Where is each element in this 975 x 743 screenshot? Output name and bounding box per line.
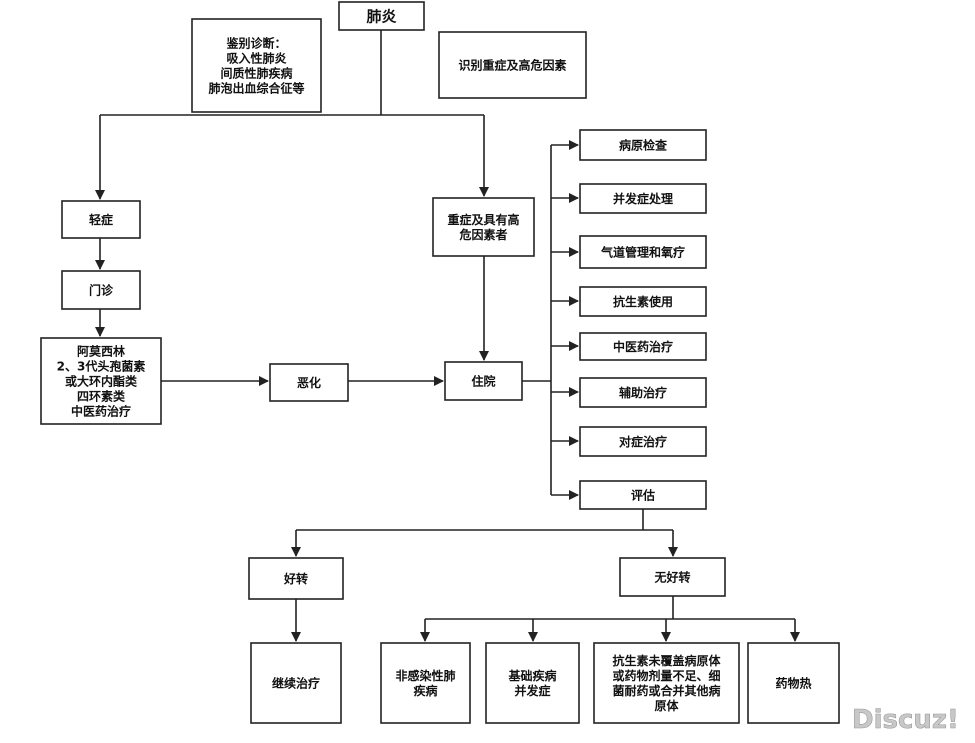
node-airway: 气道管理和氧疗 (579, 235, 707, 269)
node-outpatient: 门诊 (61, 270, 141, 310)
node-box (485, 642, 580, 724)
node-label-line: 病原检查 (619, 137, 668, 152)
node-box (61, 270, 141, 310)
node-label-line: 恶化 (297, 375, 321, 390)
node-box (579, 480, 707, 510)
node-box (619, 557, 726, 597)
node-antibiotic: 抗生素使用 (579, 286, 707, 317)
node-label-line: 危因素者 (458, 227, 507, 242)
node-label-line: 无好转 (653, 569, 690, 584)
node-label-line: 对症治疗 (619, 434, 667, 449)
node-label-line: 菌耐药或合并其他病 (612, 683, 720, 698)
node-identify: 识别重症及高危因素 (438, 31, 587, 99)
node-label-line: 重症及具有高 (447, 212, 519, 227)
node-box (579, 235, 707, 269)
node-label-line: 中医药治疗 (71, 403, 131, 418)
node-label-line: 疾病 (413, 683, 437, 698)
node-label-line: 并发症处理 (613, 191, 673, 206)
node-tcm: 中医药治疗 (579, 332, 707, 361)
node-evaluate: 评估 (579, 480, 707, 510)
node-box (191, 18, 322, 113)
node-label-line: 药物热 (775, 675, 811, 690)
node-adjuvant: 辅助治疗 (579, 377, 707, 408)
node-box (40, 337, 162, 425)
node-label-line: 肺泡出血综合征等 (208, 80, 304, 95)
node-label-line: 鉴别诊断： (225, 35, 286, 50)
node-fever: 药物热 (747, 642, 840, 724)
node-label-line: 评估 (631, 487, 655, 502)
node-complication: 并发症处理 (579, 183, 707, 214)
node-improve: 好转 (248, 557, 344, 600)
node-pneumonia: 肺炎 (338, 1, 425, 31)
node-label-line: 轻症 (89, 212, 113, 227)
node-symptomatic: 对症治疗 (579, 426, 707, 457)
connector-lines (95, 30, 800, 642)
node-label-line: 继续治疗 (272, 675, 320, 690)
node-label-line: 中医药治疗 (613, 339, 673, 354)
node-mild: 轻症 (61, 200, 141, 239)
node-label-line: 辅助治疗 (619, 385, 667, 400)
node-label-line: 抗生素使用 (613, 294, 673, 309)
node-label-line: 原体 (654, 698, 679, 713)
watermark-text: Discuz! (852, 705, 959, 735)
node-box (338, 1, 425, 31)
node-box (444, 361, 523, 401)
node-label-line: 抗生素未覆盖病原体 (612, 653, 721, 668)
node-box (579, 129, 707, 161)
node-no-improve: 无好转 (619, 557, 726, 597)
node-label-line: 识别重症及高危因素 (458, 57, 566, 72)
node-label-line: 好转 (283, 571, 308, 586)
node-box (61, 200, 141, 239)
node-box (438, 31, 587, 99)
node-box (579, 377, 707, 408)
node-box (579, 426, 707, 457)
node-worsen: 恶化 (269, 363, 349, 402)
node-continue: 继续治疗 (250, 642, 342, 724)
node-label-line: 非感染性肺 (395, 668, 455, 683)
node-box (747, 642, 840, 724)
node-label-line: 基础疾病 (507, 668, 556, 683)
node-label-line: 四环素类 (77, 388, 126, 403)
node-box (579, 332, 707, 361)
node-box (250, 642, 342, 724)
node-box (248, 557, 344, 600)
node-label-line: 或药物剂量不足、细 (612, 668, 720, 683)
node-label-line: 并发症 (514, 683, 550, 698)
node-box (269, 363, 349, 402)
node-label-line: 气道管理和氧疗 (600, 244, 685, 259)
node-label-line: 或大环内酯类 (65, 373, 138, 388)
node-label-line: 阿莫西林 (77, 343, 125, 358)
node-label-line: 肺炎 (366, 7, 396, 25)
node-box (593, 642, 740, 724)
node-label-line: 门诊 (89, 282, 114, 297)
node-label-line: 住院 (471, 373, 495, 388)
node-box (380, 642, 471, 724)
node-label-line: 间质性肺疾病 (220, 65, 292, 80)
node-label-line: 2、3代头孢菌素 (57, 358, 146, 373)
node-pathogen: 病原检查 (579, 129, 707, 161)
node-box (579, 286, 707, 317)
node-box (432, 197, 535, 257)
node-box (579, 183, 707, 214)
node-hospital: 住院 (444, 361, 523, 401)
node-label-line: 吸入性肺炎 (226, 50, 286, 65)
